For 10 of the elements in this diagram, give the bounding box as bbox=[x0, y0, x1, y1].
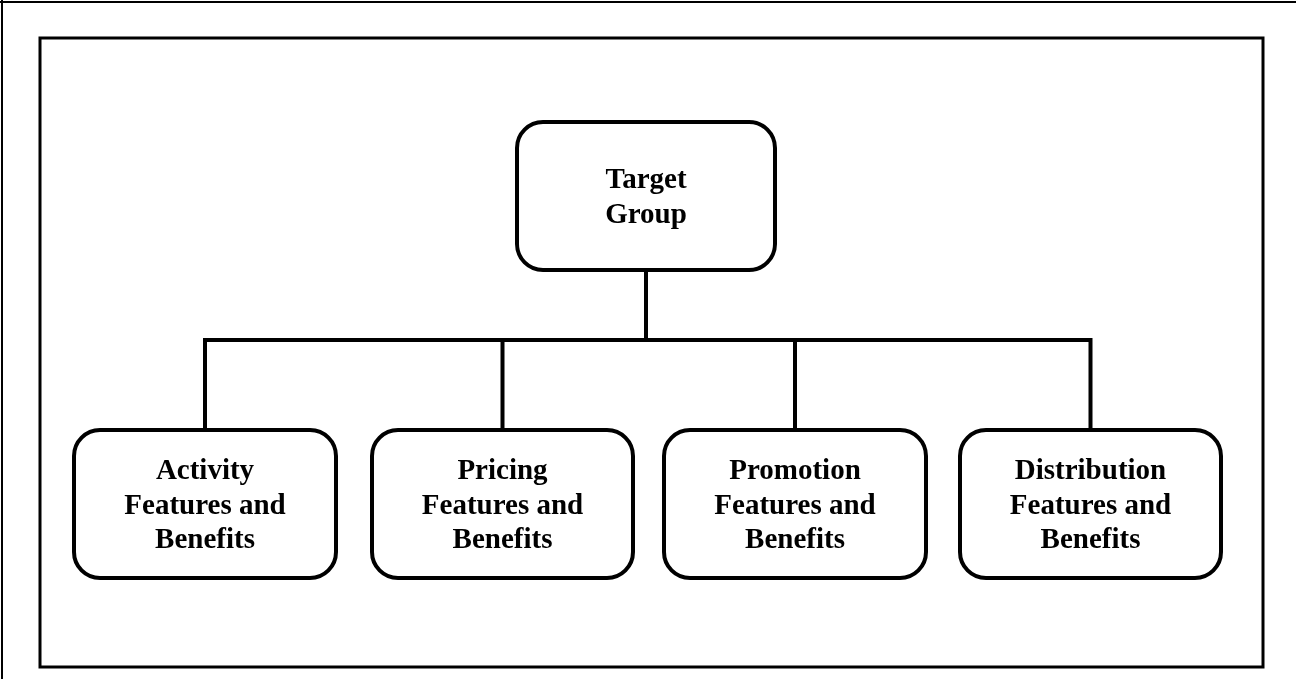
rounded-box bbox=[515, 120, 777, 272]
rounded-box bbox=[958, 428, 1223, 580]
box-label: Promotion Features and Benefits bbox=[713, 451, 877, 557]
box-label: Target Group bbox=[604, 161, 688, 231]
rounded-box bbox=[370, 428, 635, 580]
rounded-box bbox=[662, 428, 928, 580]
box-label: Pricing Features and Benefits bbox=[420, 451, 585, 557]
box-label: Activity Features and Benefits bbox=[123, 451, 287, 557]
box-label: Distribution Features and Benefits bbox=[1008, 451, 1173, 557]
rounded-box bbox=[72, 428, 338, 580]
